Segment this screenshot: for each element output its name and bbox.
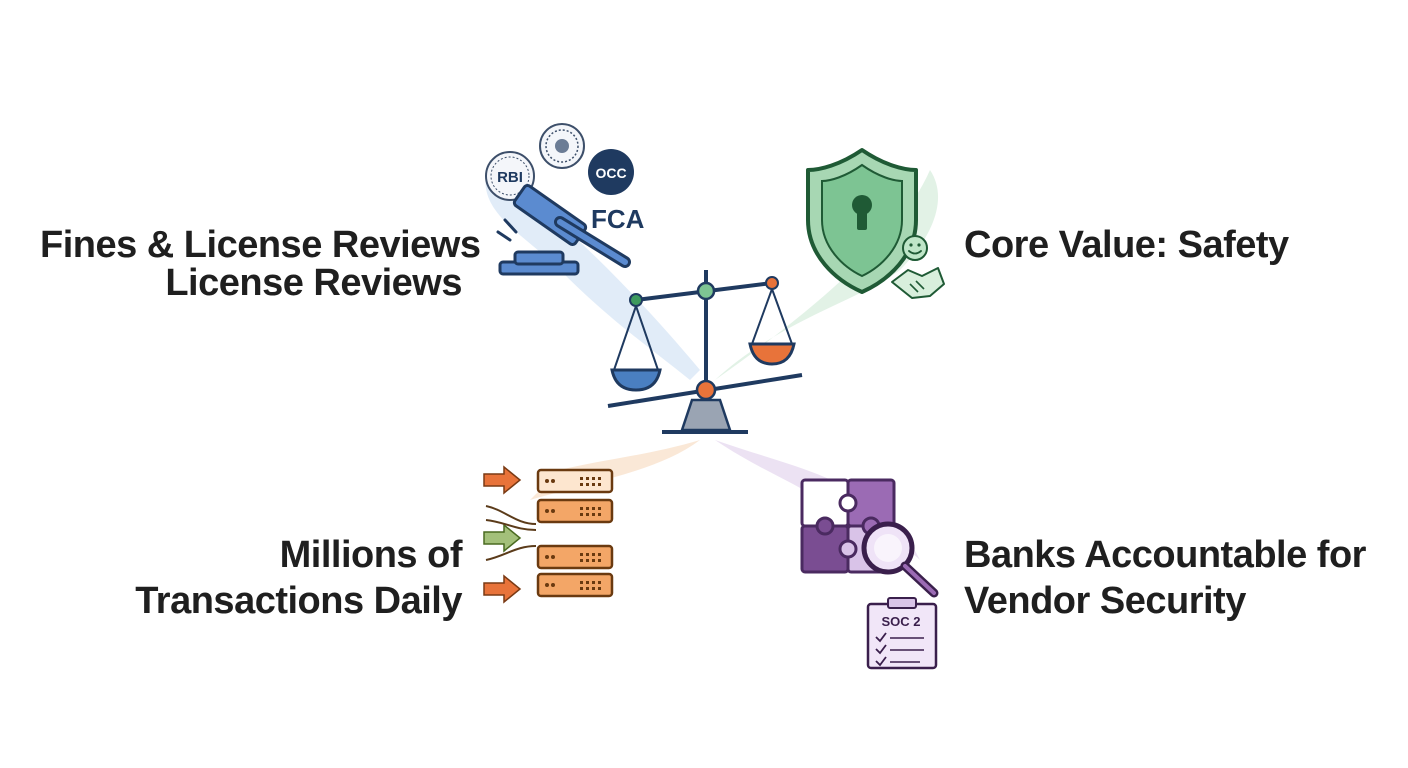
- balance-scale-icon: [607, 270, 803, 434]
- rbi-label: RBI: [497, 169, 523, 186]
- occ-label: OCC: [595, 165, 626, 181]
- label-vendor: Banks Accountable for Vendor Security: [964, 532, 1384, 624]
- label-vendor-line2: Vendor Security: [964, 580, 1246, 622]
- handshake-icon: [891, 267, 945, 299]
- label-vendor-line1: Banks Accountable for: [964, 534, 1366, 576]
- label-safety: Core Value: Safety: [964, 222, 1384, 268]
- arrow-right-icon: [483, 465, 537, 604]
- server-stack-icon: [536, 468, 614, 598]
- connector-purple: [715, 440, 920, 560]
- label-regulatory-line1: Fines & License Reviews: [40, 224, 481, 266]
- magnifier-icon: [861, 521, 939, 598]
- clipboard-checklist-icon: SOC 2: [866, 597, 938, 670]
- soc2-label: SOC 2: [881, 614, 920, 629]
- regulator-seal-icon: [539, 123, 585, 169]
- label-regulatory: Fines & License Reviews License Reviews: [40, 222, 481, 306]
- smiley-icon: [902, 235, 928, 261]
- gavel-icon: [496, 184, 631, 276]
- label-transactions-line1: Millions of: [279, 534, 463, 576]
- occ-badge: OCC: [588, 149, 634, 195]
- label-transactions: Millions of Transactions Daily: [40, 532, 462, 624]
- label-transactions-line2: Transactions Daily: [135, 580, 462, 622]
- label-regulatory-line2: License Reviews: [165, 262, 462, 304]
- label-safety-line1: Core Value: Safety: [964, 224, 1289, 266]
- shield-lock-icon: [806, 148, 918, 294]
- fca-label: FCA: [591, 204, 645, 234]
